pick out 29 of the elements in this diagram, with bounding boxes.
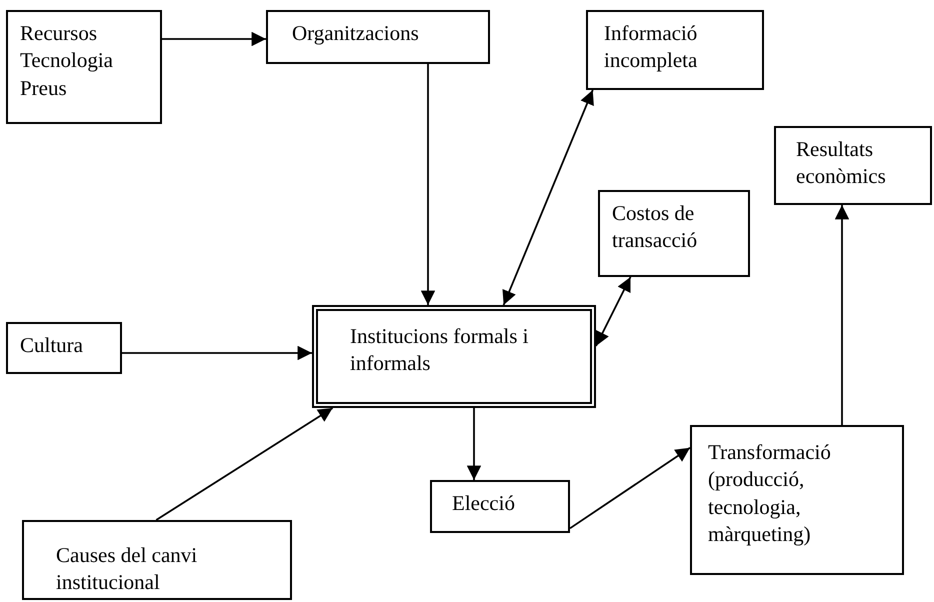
node-label: Transformació (producció, tecnologia, màrqueting) [708,440,831,546]
process-box [6,10,162,124]
arrow [162,32,266,46]
node-label: Institucions formals i informals [350,324,528,376]
node-label: Costos de transacció [612,201,698,252]
arrow [502,90,594,306]
process-box [266,10,490,64]
node-label: Cultura [20,333,83,357]
process-box [22,520,292,600]
node-label: Organitzacions [292,21,419,45]
node-label: Recursos Tecnologia Preus [20,21,113,100]
double-bordered-box [312,305,596,408]
arrow [595,276,632,346]
node-label: Elecció [452,491,515,515]
process-box [598,190,750,277]
arrow [420,64,436,305]
arrow [466,408,482,480]
node-label: Causes del canvi institucional [56,543,198,594]
arrow [122,346,312,360]
node-label: Informació incompleta [604,21,698,72]
process-box [6,322,122,374]
process-box [690,425,904,575]
node-label: Resultats econòmics [796,137,886,188]
arrow [570,446,690,530]
arrow [156,407,334,521]
arrow [834,205,850,425]
process-box [774,126,932,205]
process-box [430,480,570,533]
process-box [586,10,764,90]
